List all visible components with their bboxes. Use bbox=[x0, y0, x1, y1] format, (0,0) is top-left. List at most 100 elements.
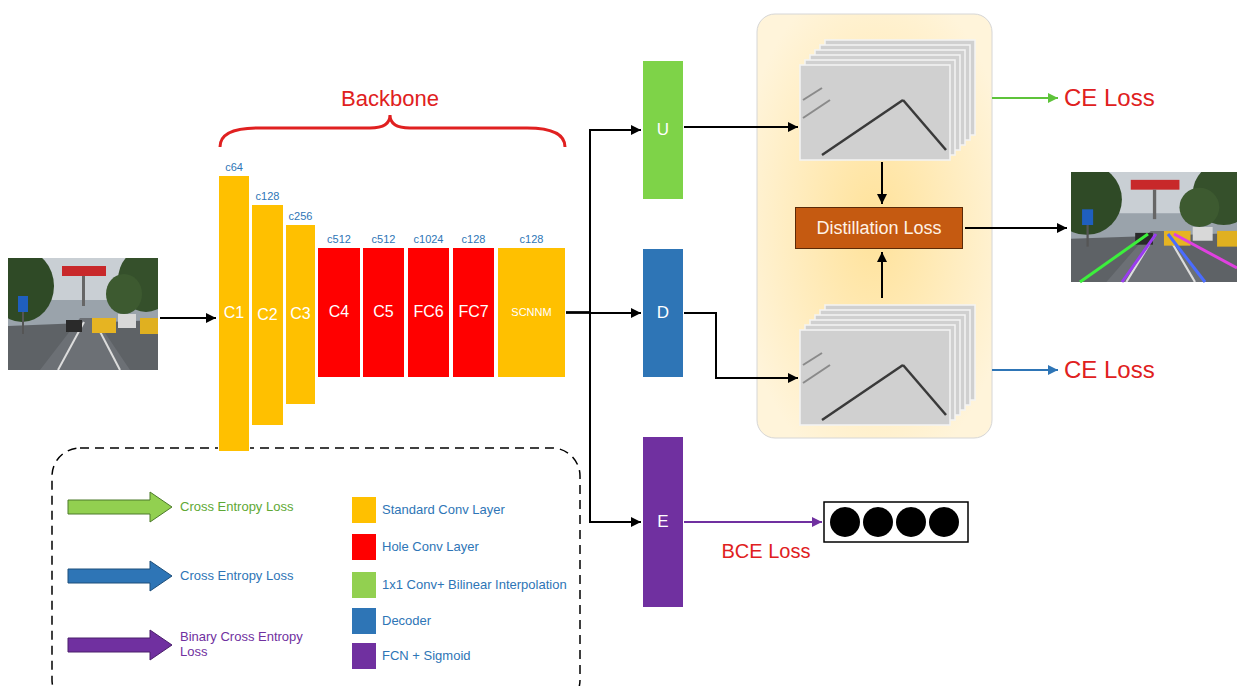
channel-count: c256 bbox=[289, 210, 313, 223]
lane-existence-output bbox=[824, 502, 968, 542]
lane-existence-output bbox=[929, 507, 959, 537]
feature-map-stack bbox=[803, 100, 830, 118]
legend-text: Cross Entropy Loss bbox=[180, 500, 293, 515]
legend-swatch bbox=[352, 608, 376, 634]
input-photo bbox=[22, 312, 24, 334]
legend-entry: FCN + Sigmoid bbox=[352, 643, 471, 669]
existence-branch: E bbox=[642, 436, 684, 608]
input-photo bbox=[66, 320, 82, 332]
input-photo bbox=[62, 266, 106, 276]
legend-entry: 1x1 Conv+ Bilinear Interpolation bbox=[352, 572, 567, 598]
feature-map-stack bbox=[803, 88, 822, 100]
backbone-label: Backbone bbox=[341, 86, 439, 111]
layer-name: C4 bbox=[329, 303, 349, 321]
output-photo bbox=[1122, 234, 1156, 282]
legend-arrow bbox=[68, 630, 172, 660]
layer-name: FC6 bbox=[413, 303, 443, 321]
legend-entry: Binary Cross Entropy Loss bbox=[180, 630, 320, 660]
feature-map-stack bbox=[903, 100, 946, 150]
legend-text: Standard Conv Layer bbox=[382, 503, 505, 518]
channel-count: c128 bbox=[256, 190, 280, 203]
layer-name: E bbox=[657, 512, 668, 532]
hole-conv-layer: c512C4 bbox=[317, 247, 361, 378]
output-panel bbox=[757, 14, 992, 438]
conv-layer: c64C1 bbox=[218, 175, 250, 452]
lane-existence-output bbox=[824, 502, 968, 542]
loss-arrow bbox=[992, 97, 1058, 99]
legend-swatch bbox=[352, 643, 376, 669]
lane-existence-output bbox=[863, 507, 893, 537]
output-arrow bbox=[965, 227, 1067, 229]
channel-count: c128 bbox=[520, 233, 544, 246]
channel-count: c1024 bbox=[414, 233, 444, 246]
output-photo bbox=[1051, 162, 1237, 282]
input-photo bbox=[82, 276, 85, 306]
branch-connector bbox=[566, 313, 641, 523]
d-arrow bbox=[684, 313, 798, 378]
legend-entry: Standard Conv Layer bbox=[352, 497, 505, 523]
channel-count: c512 bbox=[327, 233, 351, 246]
input-photo bbox=[106, 274, 142, 314]
legend-entry: Cross Entropy Loss bbox=[180, 569, 293, 584]
input-photo bbox=[8, 258, 158, 370]
layer-name: FC7 bbox=[458, 303, 488, 321]
legend-box bbox=[52, 448, 580, 686]
loss-box: Distillation Loss bbox=[795, 207, 963, 249]
legend-entry: Decoder bbox=[352, 608, 431, 634]
legend-entry: Hole Conv Layer bbox=[352, 534, 479, 560]
backbone-bracket bbox=[220, 115, 565, 147]
hole-conv-layer: c128FC7 bbox=[452, 247, 495, 378]
input-photo bbox=[140, 318, 158, 334]
lane-existence-output bbox=[830, 507, 860, 537]
legend-entry: Cross Entropy Loss bbox=[180, 500, 293, 515]
hole-conv-layer: c512C5 bbox=[362, 247, 405, 378]
feature-map-stack bbox=[800, 305, 975, 425]
layer-name: D bbox=[657, 303, 669, 323]
legend-text: 1x1 Conv+ Bilinear Interpolation bbox=[382, 578, 567, 593]
output-photo bbox=[1174, 234, 1237, 268]
legend-swatch bbox=[352, 497, 376, 523]
input-arrow bbox=[160, 317, 216, 319]
input-photo bbox=[18, 296, 28, 312]
channel-count: c512 bbox=[372, 233, 396, 246]
legend-text: FCN + Sigmoid bbox=[382, 649, 471, 664]
u-arrow bbox=[684, 126, 798, 128]
legend-swatch bbox=[352, 572, 376, 598]
layer-name: U bbox=[657, 120, 669, 140]
upsample-branch: U bbox=[642, 60, 684, 200]
input-photo bbox=[118, 314, 136, 328]
feature-map-stack bbox=[800, 65, 950, 160]
legend-text: Binary Cross Entropy Loss bbox=[180, 630, 320, 660]
legend-text: Cross Entropy Loss bbox=[180, 569, 293, 584]
loss-label: CE Loss bbox=[1064, 84, 1155, 112]
legend-arrow bbox=[68, 561, 172, 591]
distill-arrow bbox=[881, 252, 883, 298]
input-photo bbox=[92, 318, 116, 333]
conv-layer: c256C3 bbox=[285, 224, 316, 405]
legend-text: Hole Conv Layer bbox=[382, 540, 479, 555]
channel-count: c128 bbox=[462, 233, 486, 246]
channel-count: c64 bbox=[225, 161, 243, 174]
legend-arrow bbox=[68, 492, 172, 522]
feature-map-stack bbox=[822, 100, 903, 155]
layer-name: C3 bbox=[290, 305, 310, 323]
lane-existence-output bbox=[896, 507, 926, 537]
loss-arrow bbox=[992, 369, 1058, 371]
layer-name: C2 bbox=[257, 306, 277, 324]
loss-label: BCE Loss bbox=[722, 540, 811, 563]
hole-conv-layer: c1024FC6 bbox=[407, 247, 450, 378]
e-arrow bbox=[684, 521, 822, 523]
decoder-branch: D bbox=[642, 248, 684, 378]
branch-connector bbox=[566, 130, 641, 313]
feature-map-stack bbox=[800, 40, 975, 160]
output-photo bbox=[1051, 162, 1237, 282]
layer-name: SCNNM bbox=[511, 306, 551, 319]
input-photo bbox=[8, 258, 54, 322]
layer-name: C5 bbox=[373, 303, 393, 321]
legend-swatch bbox=[352, 534, 376, 560]
input-photo bbox=[40, 318, 130, 370]
conv-layer: c128SCNNM bbox=[497, 247, 566, 378]
